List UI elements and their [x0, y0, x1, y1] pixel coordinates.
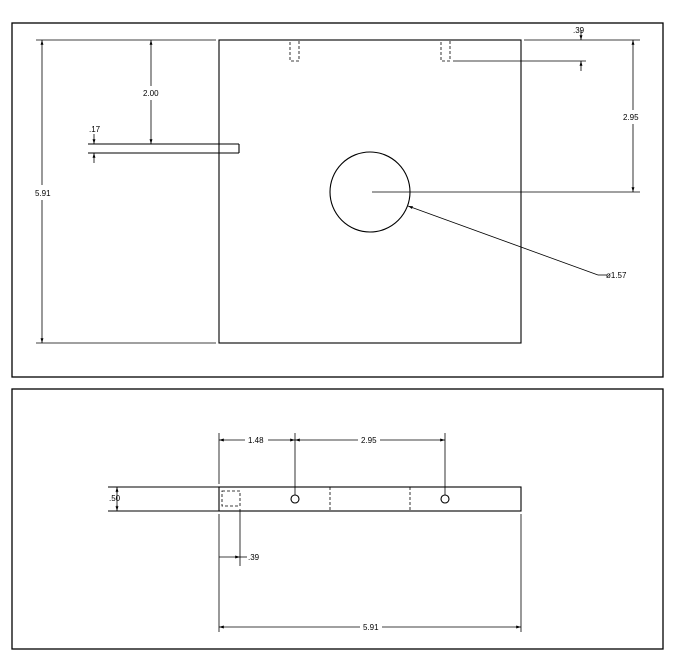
dim-notch-depth-front: .39	[219, 553, 260, 562]
hidden-notch-left	[289, 39, 300, 62]
dim-text-hole1-offset: 1.48	[248, 436, 264, 445]
dim-text-overall-height: 5.91	[35, 189, 51, 198]
dim-slot-offset: 2.00	[143, 40, 159, 144]
dim-hole-diameter: ø1.57	[407, 205, 627, 280]
slot-edge	[108, 486, 219, 512]
front-view: 1.48 2.95 .50 .39 5.91	[11, 388, 664, 650]
plate-edge-outline	[218, 486, 522, 512]
front-extension-lines	[218, 433, 522, 632]
plate-outline	[218, 39, 522, 344]
dim-text-notch-depth-top: .39	[573, 26, 585, 35]
dim-hole-spacing: 2.95	[295, 436, 445, 445]
small-hole-left	[290, 494, 300, 504]
hidden-notch-right	[440, 39, 451, 62]
dim-hole-offset: 2.95	[623, 40, 639, 192]
top-view-frame	[11, 22, 664, 378]
dim-text-thickness: .50	[109, 494, 121, 503]
dim-text-slot-offset: 2.00	[143, 89, 159, 98]
top-view: 5.91 2.00 .17 .39 2.95	[11, 22, 664, 378]
dim-text-hole-spacing: 2.95	[361, 436, 377, 445]
dim-notch-depth-top: .39	[573, 26, 585, 71]
dim-overall-width: 5.91	[219, 623, 521, 632]
dim-text-notch-depth-front: .39	[248, 553, 260, 562]
small-hole-right	[440, 494, 450, 504]
extension-lines	[36, 39, 640, 344]
dim-text-overall-width: 5.91	[363, 623, 379, 632]
hidden-notch-front	[221, 490, 241, 507]
dim-overall-height: 5.91	[35, 40, 51, 343]
dim-text-hole-diameter: ø1.57	[606, 271, 627, 280]
side-slot	[88, 143, 240, 154]
dim-thickness: .50	[109, 487, 121, 511]
dim-hole1-offset: 1.48	[219, 436, 295, 445]
dim-slot-width: .17	[89, 125, 101, 163]
front-view-frame	[11, 388, 664, 650]
dim-text-hole-offset: 2.95	[623, 113, 639, 122]
dim-text-slot-width: .17	[89, 125, 101, 134]
